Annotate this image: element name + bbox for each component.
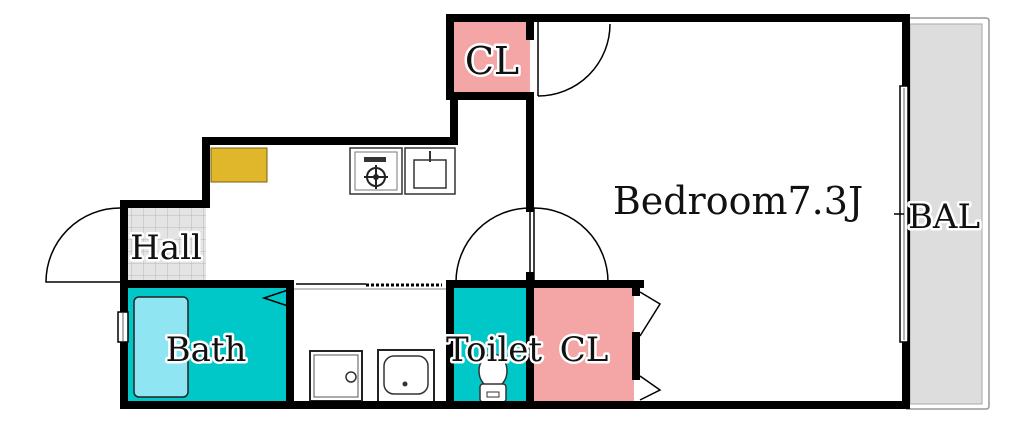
bath-label: Bath: [166, 330, 247, 370]
door-swing-icon: [45, 207, 121, 283]
door-swings: [45, 22, 662, 401]
shoe-cabinet: [210, 147, 268, 183]
washbasin-icon: [377, 349, 435, 403]
bathtub-icon: [133, 296, 189, 398]
hall-floor: [124, 208, 206, 284]
washing-machine-icon: [309, 350, 363, 402]
door-swing-icon: [537, 22, 611, 97]
door-swing-icon: [533, 207, 609, 283]
door-swing-icon: [261, 289, 289, 307]
closet-bottom-fill: [534, 288, 634, 404]
hall-label: Hall: [130, 228, 202, 268]
openings: [294, 283, 446, 290]
closet-top-label: CL: [465, 39, 519, 83]
balcony-floor: [909, 23, 983, 405]
windows: [117, 85, 909, 343]
toilet-label: Toilet: [446, 330, 542, 370]
bedroom-label: Bedroom7.3J: [613, 179, 863, 223]
door-swing-icon: [639, 375, 662, 401]
balcony: [906, 17, 990, 410]
room-fills: [124, 22, 634, 404]
sink-icon: [404, 147, 456, 195]
door-swing-icon: [639, 291, 662, 337]
balcony-label: BAL: [908, 197, 980, 237]
closet-bottom-label: CL: [560, 330, 609, 370]
toilet-icon: [478, 353, 508, 403]
closet-top-fill: [450, 22, 530, 96]
room-labels: CL Bedroom7.3J BAL Hall Bath Toilet CL: [128, 37, 983, 373]
stove-icon: [349, 147, 403, 195]
door-swing-icon: [455, 207, 531, 283]
